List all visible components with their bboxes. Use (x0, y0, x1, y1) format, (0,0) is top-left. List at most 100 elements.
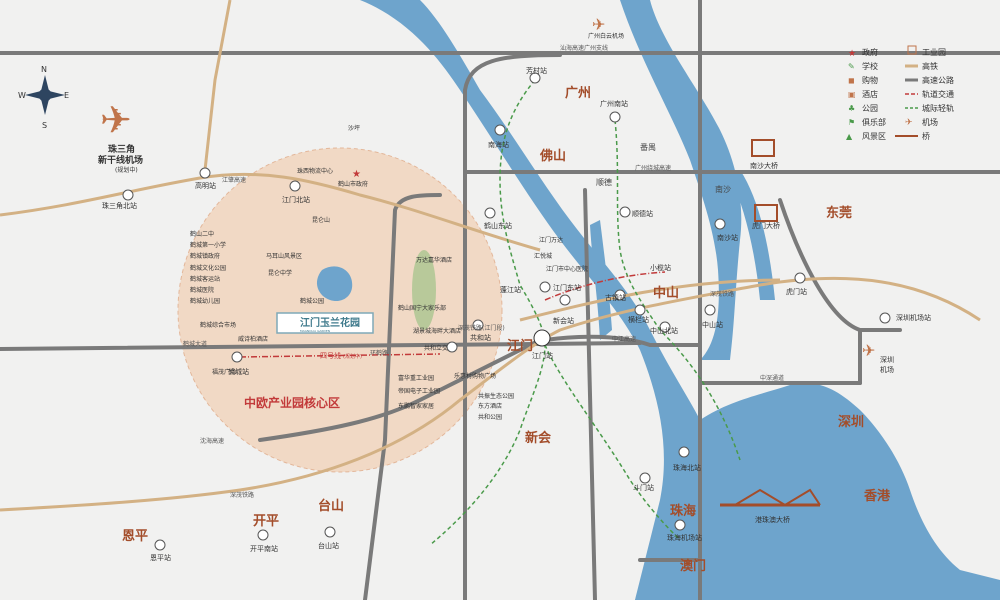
hwy-g325 (363, 193, 442, 600)
ic-guangzhu (429, 79, 546, 546)
legend-gov: 政府 (862, 47, 878, 57)
lake-heshan (316, 266, 353, 302)
poi-label: 威诗柏酒店 (238, 335, 268, 343)
poi-label: 鹤城镇政府 (190, 252, 220, 260)
city-hongkong: 香港 (863, 488, 891, 504)
compass-e: E (64, 91, 69, 100)
airport-icon-sz: ✈ (862, 341, 875, 360)
compass: N S E W (18, 65, 69, 130)
station-marker (154, 539, 166, 551)
station-label: 芳村站 (526, 66, 547, 75)
road-label: 中深通道 (760, 374, 784, 382)
project-name: 江门玉兰花园 (300, 316, 360, 329)
station-marker (879, 312, 891, 324)
poi-label: 鹤山国宁大家乐部 (398, 304, 446, 312)
station-label: 虎门大桥 (752, 221, 780, 230)
road-label: 中江高速 (612, 335, 636, 343)
poi-label: 乐惠村购物广场 (454, 372, 496, 380)
estuary-bay (635, 383, 1000, 600)
river-xijiang (590, 220, 612, 340)
legend-airport-icon: ✈ (905, 118, 913, 128)
poi-label: 鹤城医院 (190, 286, 214, 294)
station-marker (472, 319, 484, 331)
station-label: 鹤城站 (228, 367, 249, 376)
station-marker (257, 529, 269, 541)
road-label: 环鹤路 (370, 349, 388, 357)
intercity-lines (429, 79, 741, 546)
station-marker (639, 472, 651, 484)
station-label: 中山北站 (650, 326, 678, 335)
poi-label: 鹤城公园 (300, 297, 324, 305)
station-marker (122, 189, 134, 201)
poi-label: 富华重工业园 (398, 374, 434, 382)
city-shenzhen: 深圳 (838, 414, 864, 430)
district-panyu: 番禺 (640, 142, 656, 152)
legend-hsr: 高铁 (922, 61, 938, 71)
station-label: 横栏站 (628, 315, 649, 324)
hwy-guangshen (778, 198, 902, 332)
project-box (276, 312, 374, 334)
station-label: 珠海机场站 (667, 533, 702, 542)
airport-labels: 珠三角 新干线机场 (规划中) 广州白云机场 深圳 机场 (98, 32, 894, 374)
hwy-zhongjiang (543, 334, 702, 347)
poi-label: 鹤城幼儿园 (190, 297, 220, 305)
city-foshan: 佛山 (539, 148, 566, 164)
airport-zsj-3: (规划中) (115, 166, 138, 174)
city-enping: 恩平 (122, 529, 148, 544)
road-label: 深茂铁路 (230, 491, 254, 499)
station-label: 江门东站 (553, 283, 581, 292)
legend-hotel: 酒店 (862, 89, 878, 99)
station-marker (484, 207, 496, 219)
road-label: 广州绕城高速 (635, 164, 671, 172)
poi-label: 鹤城客运站 (190, 275, 220, 283)
hsr-shenmao-2 (519, 278, 781, 322)
humen-bridge-icon (754, 204, 778, 222)
legend-shopping: 购物 (862, 75, 878, 85)
poi-label: 马耳山风景区 (266, 252, 302, 260)
poi-labels: 鹤山市政府 珠西物流中心 昆仑山 鹤山二中 鹤城第一小学 鹤城镇政府 鹤城文化公… (190, 124, 588, 421)
airport-icon: ✈ (100, 98, 132, 142)
station-label: 南沙站 (717, 233, 738, 242)
station-label: 高明站 (195, 181, 216, 190)
station-label: 南沙大桥 (750, 161, 778, 170)
station-label: 中山站 (702, 320, 723, 329)
station-label: 珠三角北站 (102, 201, 137, 210)
city-macau: 澳门 (680, 558, 706, 574)
line4-label: 四号线 (320, 351, 341, 360)
station-label: 江门站 (532, 351, 553, 360)
poi-label: 湖景城海畔大酒店 (413, 327, 461, 335)
city-zhuhai: 珠海 (670, 503, 696, 519)
legend-park: 公园 (862, 104, 878, 113)
station-marker (609, 111, 621, 123)
station-label: 小榄站 (650, 263, 671, 272)
legend-scenic: 风景区 (862, 132, 886, 141)
airport-sz-1: 深圳 (880, 355, 894, 364)
poi-label: 共和立交 (424, 344, 448, 352)
station-markers (122, 72, 891, 551)
road-label: 江肇高速 (222, 176, 246, 184)
poi-label: 昆仑中学 (268, 269, 292, 277)
poi-label: 江门市中心医院 (546, 265, 588, 273)
station-marker (289, 180, 301, 192)
station-marker (199, 167, 211, 179)
station-label: 恩平站 (150, 553, 171, 562)
legend-club-icon: ⚑ (848, 118, 855, 127)
poi-label: 东方酒店 (478, 402, 502, 410)
poi-label: 福茂广场 (212, 368, 236, 376)
station-label: 台山站 (318, 541, 339, 550)
station-label: 斗门站 (633, 483, 654, 492)
station-label: 汇悦城 (534, 252, 552, 260)
hwy-shenhai-south (258, 338, 542, 442)
legend-scenic-icon: ▲ (846, 132, 853, 141)
poi-label: 珠西物流中心 (297, 167, 333, 175)
legend-hotel-icon: ▣ (848, 90, 856, 99)
legend-industrial: 工业园 (922, 47, 946, 57)
city-taishan: 台山 (318, 498, 344, 514)
core-zone-circle (177, 147, 503, 473)
station-marker (494, 124, 506, 136)
nansha-bridge-icon (751, 139, 775, 157)
legend-school: 学校 (862, 61, 878, 71)
station-labels: 芳村站 广州南站 南海站 高明站 珠三角北站 江门北站 鹤山东站 江门万达 汇悦… (102, 66, 931, 562)
station-marker (714, 218, 726, 230)
